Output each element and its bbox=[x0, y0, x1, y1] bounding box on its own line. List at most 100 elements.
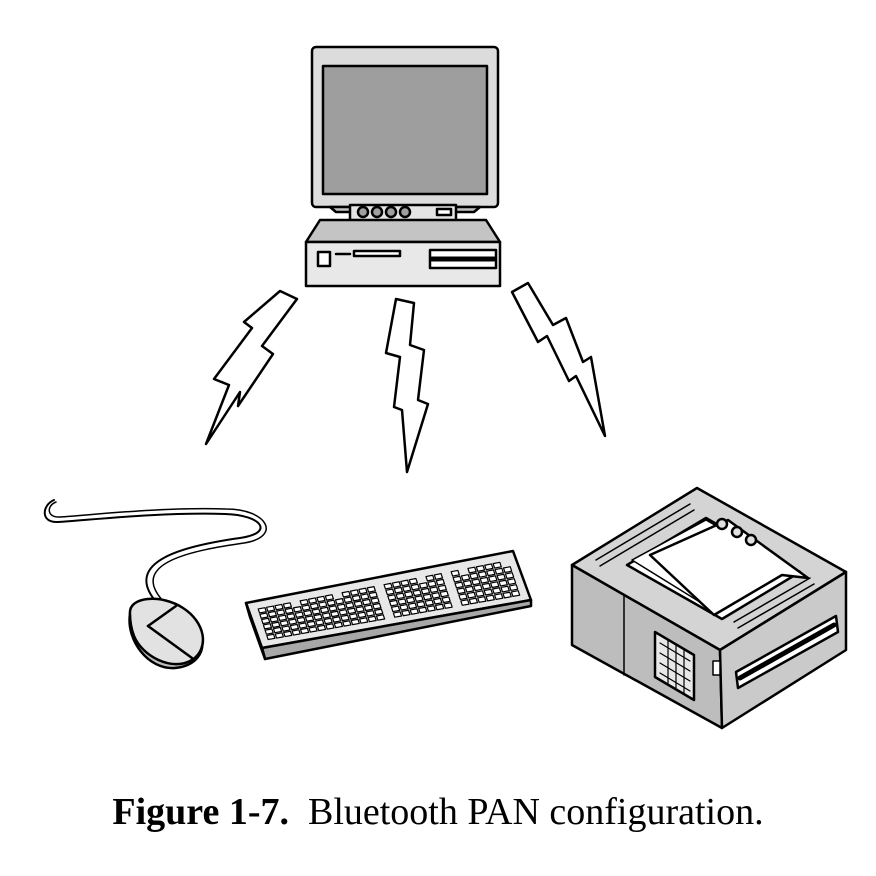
keyboard-key bbox=[460, 599, 470, 606]
keyboard-key bbox=[321, 612, 331, 619]
keyboard-key bbox=[331, 616, 342, 623]
keyboard-key bbox=[261, 617, 271, 625]
lightning-bolt-center bbox=[384, 297, 430, 474]
keyboard-key bbox=[407, 602, 418, 610]
keyboard-key bbox=[283, 630, 293, 638]
keyboard-key bbox=[475, 564, 486, 572]
keyboard-key bbox=[492, 561, 502, 569]
keyboard-key bbox=[385, 588, 395, 596]
keyboard-key bbox=[333, 621, 344, 629]
keyboard-key bbox=[434, 603, 445, 611]
keyboard-key bbox=[281, 625, 291, 632]
keyboard-key bbox=[508, 584, 519, 592]
keyboard-key bbox=[456, 587, 466, 595]
keyboard-key bbox=[450, 569, 460, 577]
keyboard-key bbox=[257, 607, 267, 614]
keyboard-key bbox=[259, 612, 269, 619]
keyboard-key bbox=[471, 578, 481, 586]
keyboard-key bbox=[402, 585, 412, 593]
keyboard-key bbox=[479, 576, 490, 584]
keyboard-key bbox=[490, 581, 500, 589]
keyboard-key bbox=[420, 587, 431, 595]
keyboard-key bbox=[408, 577, 418, 585]
keyboard-key bbox=[340, 614, 350, 622]
keyboard-key bbox=[458, 593, 468, 601]
keyboard-key bbox=[433, 597, 443, 605]
keyboard-key bbox=[494, 567, 504, 575]
keyboard-key bbox=[328, 605, 338, 612]
keyboard-key bbox=[345, 601, 355, 609]
keyboard-key bbox=[326, 599, 336, 607]
keyboard-key bbox=[303, 609, 313, 617]
keyboard-key bbox=[452, 575, 462, 583]
keyboard-key bbox=[298, 622, 308, 629]
keyboard-key bbox=[336, 603, 347, 611]
keyboard-key bbox=[393, 586, 404, 594]
keyboard-key bbox=[367, 615, 377, 623]
keyboard-key bbox=[353, 600, 363, 608]
keyboard-key bbox=[355, 606, 365, 613]
keyboard-key bbox=[269, 616, 279, 623]
keyboard-key bbox=[502, 591, 512, 599]
keyboard-key bbox=[414, 595, 424, 602]
keyboard-key bbox=[392, 611, 403, 618]
keyboard-key bbox=[429, 586, 439, 594]
keyboard-key bbox=[483, 588, 493, 596]
keyboard-key bbox=[462, 579, 473, 587]
figure-caption: Figure 1-7. Bluetooth PAN configuration. bbox=[0, 790, 876, 834]
keyboard-key bbox=[488, 575, 498, 583]
keyboard-key bbox=[427, 580, 437, 588]
keyboard-key bbox=[510, 590, 521, 597]
keyboard-key bbox=[267, 610, 277, 618]
keyboard-key bbox=[304, 615, 315, 622]
desktop-computer-icon bbox=[304, 45, 502, 288]
figure-title: Bluetooth PAN configuration. bbox=[307, 791, 764, 833]
keyboard-key bbox=[350, 618, 360, 626]
keyboard-key bbox=[397, 598, 407, 605]
keyboard-key bbox=[365, 610, 375, 617]
keyboard-key bbox=[296, 616, 306, 624]
keyboard-key bbox=[435, 578, 446, 586]
lightning-bolt-left bbox=[204, 289, 299, 446]
keyboard-key bbox=[481, 582, 492, 590]
keyboard-key bbox=[486, 569, 496, 577]
keyboard-key bbox=[288, 618, 298, 625]
keyboard-key bbox=[265, 605, 276, 612]
keyboard-key bbox=[506, 578, 517, 586]
keyboard-key bbox=[308, 626, 318, 633]
keyboard-key bbox=[282, 602, 293, 609]
keyboard-key bbox=[294, 611, 304, 618]
keyboard-key bbox=[342, 620, 352, 627]
keyboard-key bbox=[484, 563, 494, 571]
keyboard-key bbox=[400, 579, 410, 587]
keyboard-key bbox=[348, 613, 359, 620]
keyboard-key bbox=[272, 626, 283, 634]
keyboard-key bbox=[443, 602, 453, 609]
keyboard-key bbox=[301, 604, 311, 611]
keyboard-key bbox=[418, 582, 429, 589]
keyboard-key bbox=[291, 629, 301, 636]
keyboard-key bbox=[468, 597, 479, 605]
keyboard-key bbox=[374, 608, 384, 616]
keyboard-key bbox=[433, 573, 444, 580]
keyboard-key bbox=[289, 623, 300, 631]
keyboard-key bbox=[277, 614, 288, 622]
keyboard-key bbox=[467, 566, 477, 574]
keyboard-key bbox=[387, 594, 397, 601]
keyboard-key bbox=[274, 603, 284, 611]
keyboard-key bbox=[271, 621, 281, 628]
keyboard-key bbox=[276, 609, 286, 616]
keyboard-key bbox=[351, 594, 362, 602]
keyboard-key bbox=[431, 592, 441, 599]
keyboard-key bbox=[313, 613, 323, 621]
keyboard-key bbox=[416, 600, 426, 608]
keyboard-key bbox=[274, 632, 284, 639]
keyboard-key bbox=[375, 614, 386, 621]
keyboard-key bbox=[309, 602, 319, 610]
keyboard-key bbox=[358, 587, 368, 595]
keyboard-key bbox=[316, 624, 327, 632]
keyboard-key bbox=[425, 574, 435, 582]
keyboard-key bbox=[299, 627, 310, 635]
keyboard-key bbox=[496, 573, 506, 581]
